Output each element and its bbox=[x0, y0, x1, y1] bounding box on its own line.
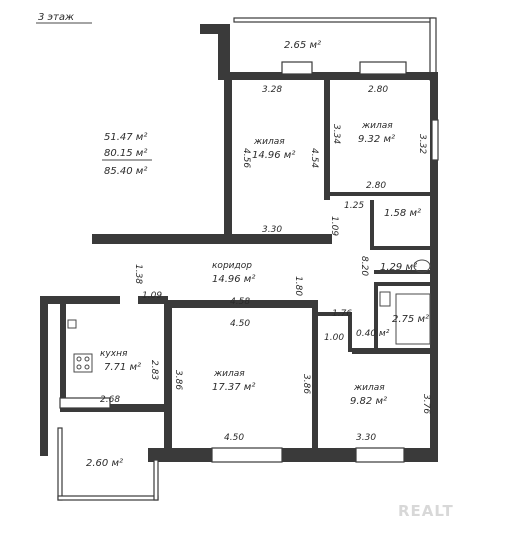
dim-330b: 3.30 bbox=[356, 433, 376, 443]
wc-area: 1.29 м² bbox=[380, 262, 417, 273]
floor-title: 3 этаж bbox=[38, 12, 74, 23]
living-1-area: 14.96 м² bbox=[252, 150, 295, 161]
corridor-name: коридор bbox=[212, 261, 252, 271]
dim-376: 3.76 bbox=[421, 394, 431, 414]
dim-450a: 4.50 bbox=[230, 319, 250, 329]
dim-458: 4.58 bbox=[230, 297, 250, 307]
toilet-icon bbox=[413, 259, 431, 273]
kitchen-area: 7.71 м² bbox=[104, 362, 141, 373]
stove-icon bbox=[73, 353, 93, 373]
watermark: REALT bbox=[398, 502, 454, 520]
dim-820: 8.20 bbox=[359, 256, 369, 276]
dim-280b: 2.80 bbox=[366, 181, 386, 191]
dim-386a: 3.86 bbox=[173, 370, 183, 390]
dim-330a: 3.30 bbox=[262, 225, 282, 235]
dimensions: 3.28 2.80 4.56 4.54 3.34 3.32 2.80 1.25 … bbox=[100, 85, 431, 443]
living-3-name: жилая bbox=[213, 369, 245, 379]
dim-283: 2.83 bbox=[149, 360, 159, 380]
living-3-area: 17.37 м² bbox=[212, 382, 255, 393]
balcony-bottom-area: 2.60 м² bbox=[86, 458, 123, 469]
living-1-name: жилая bbox=[253, 137, 285, 147]
corridor-area: 14.96 м² bbox=[212, 274, 255, 285]
total-area-with-balconies: 85.40 м² bbox=[104, 166, 147, 177]
dim-334: 3.34 bbox=[331, 124, 341, 144]
fixtures bbox=[67, 259, 431, 373]
sink-icon bbox=[67, 319, 77, 329]
windows bbox=[59, 61, 439, 463]
dim-125: 1.25 bbox=[344, 201, 364, 211]
dim-109b: 1.09 bbox=[142, 291, 162, 301]
dim-100: 1.00 bbox=[324, 333, 344, 343]
small-room-area: 0.40 м² bbox=[356, 329, 390, 339]
dim-176: 1.76 bbox=[332, 309, 352, 319]
dim-109a: 1.09 bbox=[329, 216, 339, 236]
dim-332: 3.32 bbox=[417, 134, 427, 154]
dim-268: 2.68 bbox=[100, 395, 120, 405]
dim-280a: 2.80 bbox=[368, 85, 388, 95]
dim-450b: 4.50 bbox=[224, 433, 244, 443]
dim-180: 1.80 bbox=[293, 276, 303, 296]
living-2-name: жилая bbox=[361, 121, 393, 131]
closet-area: 1.58 м² bbox=[384, 208, 421, 219]
total-area: 80.15 м² bbox=[104, 148, 147, 159]
total-living-area: 51.47 м² bbox=[104, 132, 147, 143]
balcony-top-area: 2.65 м² bbox=[284, 40, 321, 51]
living-2-area: 9.32 м² bbox=[358, 134, 395, 145]
bath-area: 2.75 м² bbox=[392, 314, 429, 325]
kitchen-name: кухня bbox=[100, 349, 128, 359]
walls bbox=[40, 17, 438, 501]
dim-328: 3.28 bbox=[262, 85, 282, 95]
bathtub-icon bbox=[395, 293, 431, 345]
dim-386b: 3.86 bbox=[301, 374, 311, 394]
washbasin-icon bbox=[379, 291, 391, 307]
dim-456: 4.56 bbox=[241, 148, 251, 168]
living-4-area: 9.82 м² bbox=[350, 396, 387, 407]
living-4-name: жилая bbox=[353, 383, 385, 393]
dim-454: 4.54 bbox=[309, 148, 319, 168]
dim-138: 1.38 bbox=[133, 264, 143, 284]
